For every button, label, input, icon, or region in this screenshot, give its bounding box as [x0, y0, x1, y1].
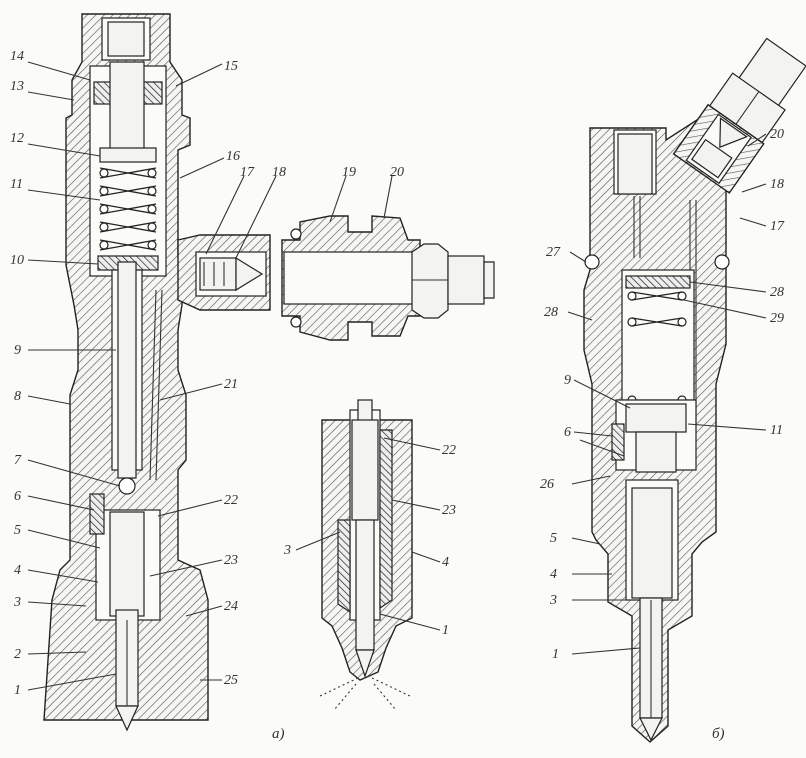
label-a-20: 20 [390, 165, 404, 180]
label-a-11: 11 [10, 177, 23, 192]
injector-b [583, 37, 806, 743]
needle-guide [351, 419, 379, 521]
label-a-22: 22 [224, 493, 238, 508]
label-a-4: 4 [14, 563, 21, 578]
label-a-16: 16 [226, 149, 240, 164]
label-b-20: 20 [770, 127, 784, 142]
label-a-13: 13 [10, 79, 24, 94]
spring-coils-a [99, 168, 157, 250]
ball-27-right [714, 254, 730, 270]
label-a-6: 6 [14, 489, 21, 504]
label-a-18: 18 [272, 165, 286, 180]
label-a-15: 15 [224, 59, 238, 74]
spring-11 [99, 167, 157, 251]
caption-a: а) [272, 726, 285, 742]
needle-1 [355, 519, 375, 651]
label-a-24: 24 [224, 599, 238, 614]
label-a-2: 2 [14, 647, 21, 662]
spring-chamber-b [621, 269, 695, 401]
leaders-nozzle [295, 437, 441, 631]
label-a-21: 21 [224, 377, 238, 392]
chamber-3 [337, 519, 351, 614]
pushrod-9 [117, 261, 137, 479]
label-b-9: 9 [564, 373, 571, 388]
label-n-22: 22 [442, 443, 456, 458]
label-n-3: 3 [283, 543, 291, 558]
leaders-b [567, 133, 767, 655]
nozzle-detail [319, 399, 413, 711]
leaders-a [27, 61, 393, 691]
labels-b-right: 20 18 17 28 29 11 [770, 127, 785, 438]
screw-14 [109, 61, 145, 153]
ball-7 [118, 477, 136, 495]
nozzle-point-b [639, 717, 663, 742]
label-n-23: 23 [442, 503, 456, 518]
label-a-25: 25 [224, 673, 238, 688]
needle-body-b [631, 487, 673, 599]
label-b-27: 27 [546, 245, 561, 260]
top-plug-b [617, 133, 653, 195]
label-a-1: 1 [14, 683, 21, 698]
spring-29-b [631, 291, 683, 327]
label-b-4: 4 [550, 567, 557, 582]
label-b-17: 17 [770, 219, 785, 234]
angled-inlet-b [672, 37, 806, 194]
label-a-14: 14 [10, 49, 24, 64]
valve-block-b [635, 431, 677, 473]
pin-6-b [611, 423, 625, 461]
adjusting-screw [107, 21, 145, 57]
hex-nut-20 [411, 243, 449, 319]
label-n-4: 4 [442, 555, 449, 570]
label-a-10: 10 [10, 253, 24, 268]
label-b-29: 29 [770, 311, 784, 326]
labels-a-left: 14 13 12 11 10 9 8 7 6 5 4 3 2 1 [10, 49, 24, 698]
needle-body [109, 511, 145, 617]
washer-28-b [625, 275, 691, 289]
label-a-17: 17 [240, 165, 255, 180]
label-b-3: 3 [549, 593, 557, 608]
label-a-8: 8 [14, 389, 21, 404]
label-b-28: 28 [544, 305, 558, 320]
spring-seat-11-b [625, 403, 687, 433]
ball-27-left [584, 254, 600, 270]
label-b-1: 1 [552, 647, 559, 662]
union-bore [283, 251, 419, 305]
label-b-5: 5 [550, 531, 557, 546]
fuel-channel-21 [149, 289, 157, 481]
filter-17 [199, 257, 237, 291]
label-n-1: 1 [442, 623, 449, 638]
pin-6 [89, 493, 105, 535]
thread-end [447, 255, 485, 305]
label-a-7: 7 [14, 453, 22, 468]
spray-lines [319, 677, 411, 711]
spring-plate-12 [99, 147, 157, 163]
label-a-5: 5 [14, 523, 21, 538]
label-b-28r: 28 [770, 285, 784, 300]
channel-23 [379, 429, 393, 610]
injector-a [43, 13, 209, 732]
fuel-inlet-fitting-a [177, 215, 495, 341]
label-a-9: 9 [14, 343, 21, 358]
cone-20-b [719, 117, 748, 149]
label-b-26: 26 [540, 477, 554, 492]
labels-b-left: 27 28 9 6 26 5 4 3 1 [540, 245, 571, 662]
caption-b: б) [712, 726, 725, 742]
filter-cone-18 [235, 256, 264, 292]
label-a-23: 23 [224, 553, 238, 568]
needle-stem [357, 399, 373, 423]
label-b-18: 18 [770, 177, 784, 192]
labels-a-right: 15 16 17 18 19 20 21 22 23 24 25 [224, 59, 404, 688]
label-a-12: 12 [10, 131, 24, 146]
label-b-6: 6 [564, 425, 571, 440]
labels-nozzle: 22 23 3 4 1 [283, 443, 456, 638]
label-b-11: 11 [770, 423, 783, 438]
nozzle-tip [355, 649, 375, 678]
filter-18-b [690, 138, 733, 179]
label-a-3: 3 [13, 595, 21, 610]
label-a-19: 19 [342, 165, 356, 180]
